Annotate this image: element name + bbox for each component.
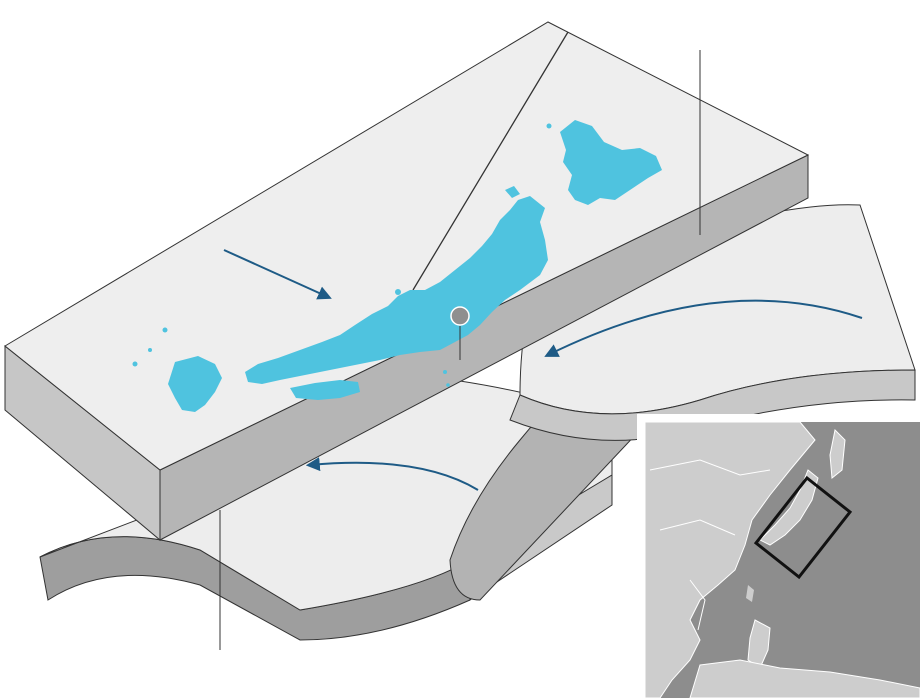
japan-map (132, 120, 662, 412)
honshu-island (245, 196, 548, 384)
sado-island (505, 186, 520, 198)
small-island (546, 123, 552, 129)
city-marker-group (450, 306, 470, 360)
hokkaido-island (560, 120, 662, 205)
small-island (446, 383, 450, 387)
inset-locator-map (637, 414, 920, 698)
small-island (148, 348, 152, 352)
arrow-icon (544, 299, 863, 357)
inset-borders (649, 459, 771, 631)
arrow-icon (305, 457, 479, 491)
inset-taiwan-land (746, 585, 754, 602)
kyushu-island (168, 356, 222, 412)
upper-plate-eurasian (4, 21, 810, 542)
locator-box-icon (753, 475, 853, 580)
small-island (162, 327, 168, 333)
right-plate-side (509, 369, 916, 441)
plate-boundary-line (412, 31, 569, 291)
inset-sakhalin-land (829, 428, 846, 479)
arrow-icon (223, 249, 332, 300)
small-island (132, 361, 138, 367)
upper-plate-top (4, 21, 810, 471)
small-island (443, 370, 447, 374)
inset-asia-landmass (645, 422, 816, 698)
circle-marker-icon (450, 306, 470, 326)
inset-japan-land (759, 469, 819, 546)
shikoku-island (290, 380, 360, 400)
right-plate-pacific (449, 204, 916, 601)
small-island (395, 289, 401, 295)
inset-indonesia-land (689, 659, 920, 698)
